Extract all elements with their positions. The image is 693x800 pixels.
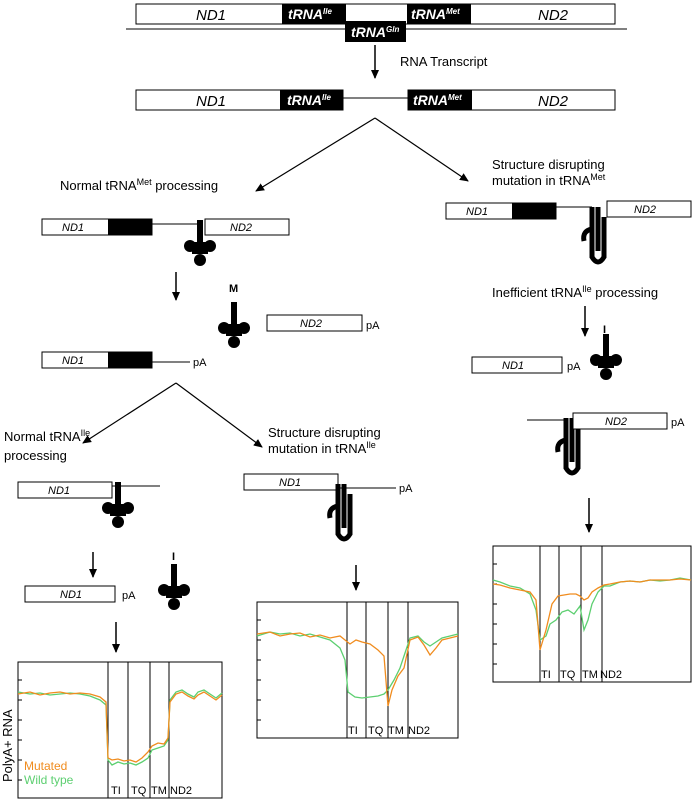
left-nd1-label: ND1 [62,222,84,234]
trna-met-sup: Met [446,7,460,16]
lower-mid-title-1: Structure disrupting [268,425,381,440]
plot-a: TI TQ TM ND2 Mutated Wild type [17,661,223,799]
transcript-nd1-label: ND1 [196,93,226,110]
arrow-to-right-branch [374,117,469,182]
left-processing-2: M ND2 pA ND1 pA [41,283,380,369]
left-branch-title: Normal tRNAMet processing [60,177,218,193]
plot-a-mutated [17,691,223,763]
pa-label-right-2: pA [671,417,685,429]
right-processing-2: ND1 pA I ND2 pA [471,324,685,473]
svg-text:tRNAMet: tRNAMet [413,92,462,108]
svg-text:tRNAIle: tRNAIle [288,6,332,22]
trna-ile-disrupted [330,484,350,539]
trna-met-disrupted [584,207,604,262]
plot-c-region-tq: TQ [560,669,576,681]
lower-mid-title-2: mutation in tRNAIle [268,440,376,456]
plot-b-frame [256,601,459,739]
trna-ile-sup: Ile [323,7,332,16]
lower-mid-nd1-label: ND1 [279,477,301,489]
cloverleaf-letter-m: M [229,283,238,295]
trna-gln-sup: Gln [386,25,399,34]
rna-transcript: ND1 tRNAIle tRNAMet ND2 [135,89,616,111]
trna-ile-cloverleaf-free [158,564,190,610]
plot-a-ticks [18,679,22,781]
left-nd2-b-label: ND2 [300,318,322,330]
right-branch-title-2: mutation in tRNAMet [492,172,606,188]
plot-c-mutated [492,578,692,651]
right-nd2-label: ND2 [634,204,656,216]
trna-met-block [407,4,471,24]
transcript-nd2-label: ND2 [538,93,569,110]
plot-b-region-ti: TI [348,725,358,737]
right-nd2-b-label: ND2 [605,416,627,428]
lower-left-products: ND1 pA I [24,551,190,610]
legend-mutated: Mutated [24,759,67,773]
pa-label-lower-left: pA [122,590,136,602]
cloverleaf-letter-i-right: I [603,324,606,336]
cloverleaf-letter-i-left: I [172,551,175,563]
lower-left-processing: ND1 [17,481,160,528]
left-nd2-label: ND2 [230,222,252,234]
right-processing-1: ND1 ND2 [445,200,692,262]
left-processing-1: ND1 ND2 [41,218,290,266]
plot-c-ticks [493,563,497,665]
trna-gln-block [345,21,406,42]
plot-a-region-tm: TM [151,785,167,797]
plot-b: TI TQ TM ND2 [256,601,459,739]
pa-label-lower-mid: pA [399,483,413,495]
pa-label-2: pA [193,357,207,369]
lower-mid-processing: ND1 pA [243,473,413,539]
plot-c: TI TQ TM ND2 [492,545,692,683]
plot-c-region-ti: TI [541,669,551,681]
svg-text:tRNAMet: tRNAMet [411,6,460,22]
inefficient-label: Inefficient tRNAIle processing [492,284,658,300]
plot-c-frame [492,545,692,683]
right-nd1-b-label: ND1 [502,360,524,372]
plot-c-region-tm: TM [582,669,598,681]
trna-met-label: tRNA [411,6,446,22]
right-branch-title-1: Structure disrupting [492,157,605,172]
plot-b-mutated [256,631,459,707]
arrow-to-left-branch [255,117,376,192]
lower-left-nd1-label: ND1 [48,485,70,497]
transcript-trna-met: tRNA [413,92,448,108]
plot-a-wildtype [17,689,223,766]
rna-transcript-label: RNA Transcript [400,54,488,69]
plot-b-region-nd2: ND2 [408,725,430,737]
right-nd1-label: ND1 [466,206,488,218]
trna-met-cloverleaf-free [218,302,250,348]
trna-gln-label: tRNA [351,24,386,40]
gene-nd2-label: ND2 [538,7,569,24]
plot-b-ticks [257,619,261,721]
lower-left-title-1: Normal tRNAIle [4,428,90,444]
arrow-to-lower-mid [175,382,263,448]
plot-a-region-ti: TI [111,785,121,797]
plot-b-region-tq: TQ [368,725,384,737]
gene-nd1-label: ND1 [196,7,226,24]
transcript-trna-ile: tRNA [287,92,322,108]
pa-label-1: pA [366,320,380,332]
legend-wild-type: Wild type [24,773,74,787]
transcript-trna-ile-sup: Ile [322,93,331,102]
svg-text:tRNAIle: tRNAIle [287,92,331,108]
gene-map: ND1 tRNAIle tRNAMet ND2 tRNAGln [126,3,627,42]
y-axis-label: PolyA+ RNA [0,709,15,782]
arrow-to-lower-left [82,382,177,444]
trna-ile-label: tRNA [288,6,323,22]
trna-ile-cloverleaf-right [590,334,622,380]
plot-a-region-tq: TQ [131,785,147,797]
transcript-trna-met-sup: Met [448,93,462,102]
left-nd1-b-label: ND1 [62,355,84,367]
lower-left-nd1-b-label: ND1 [60,589,82,601]
svg-text:tRNAGln: tRNAGln [351,24,399,40]
trna-ile-block [282,4,346,24]
plot-c-region-nd2: ND2 [600,669,622,681]
plot-b-region-tm: TM [388,725,404,737]
plot-a-region-nd2: ND2 [170,785,192,797]
pa-label-right-1: pA [567,361,581,373]
plot-a-frame [17,661,223,799]
lower-left-title-2: processing [4,448,67,463]
